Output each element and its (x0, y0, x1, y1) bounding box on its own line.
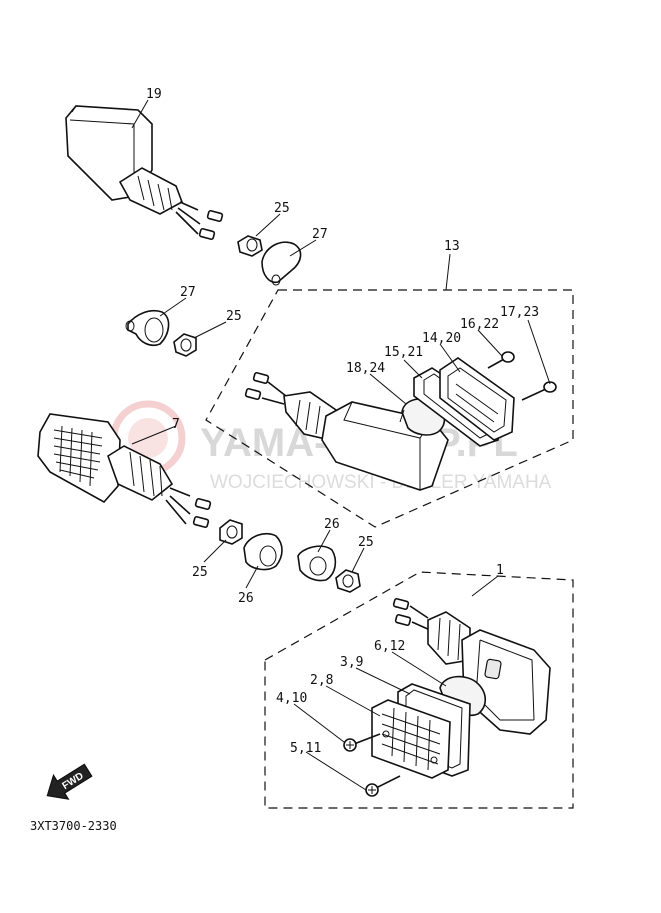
callout-6-12: 6,12 (374, 639, 405, 654)
assembly-1-outline (264, 571, 574, 809)
callout-labels: 19 25 27 13 27 25 17,23 16,22 14,20 15,2… (146, 87, 539, 756)
callout-25-top: 25 (274, 201, 290, 216)
lens-14-20 (439, 357, 515, 441)
screw-17-23 (521, 381, 557, 401)
fwd-arrow-icon: FWD (46, 763, 93, 800)
screw-16-22 (487, 351, 515, 369)
callout-25-mid: 25 (226, 309, 242, 324)
callout-5-11: 5,11 (290, 741, 321, 756)
callout-15-21: 15,21 (384, 345, 423, 360)
callout-1: 1 (496, 563, 504, 578)
callout-26-upper: 26 (324, 517, 340, 532)
callout-2-8: 2,8 (310, 673, 333, 688)
callout-4-10: 4,10 (276, 691, 307, 706)
nut-25-lower-left (219, 519, 243, 545)
callout-17-23: 17,23 (500, 305, 539, 320)
callout-27-mid: 27 (180, 285, 196, 300)
callout-13: 13 (444, 239, 460, 254)
callout-19: 19 (146, 87, 162, 102)
callout-25-left: 25 (192, 565, 208, 580)
grommet-26-left (243, 532, 283, 571)
flasher-7 (37, 413, 212, 529)
flasher-19 (65, 105, 224, 241)
screw-4-10 (343, 733, 381, 752)
callout-14-20: 14,20 (422, 331, 461, 346)
callout-18-24: 18,24 (346, 361, 385, 376)
lens-2-8 (371, 699, 451, 779)
grommet-27-top (261, 241, 302, 286)
callout-3-9: 3,9 (340, 655, 363, 670)
callout-16-22: 16,22 (460, 317, 499, 332)
callout-7: 7 (172, 417, 180, 432)
assembly-13-outline (205, 289, 574, 528)
grommet-27-mid (125, 309, 170, 347)
callout-26-lower: 26 (238, 591, 254, 606)
diagram-code: 3XT3700-2330 (30, 819, 117, 833)
nut-25-mid (173, 333, 197, 357)
screw-5-11 (365, 775, 401, 797)
callout-27-top: 27 (312, 227, 328, 242)
grommet-26-right (297, 545, 337, 582)
leader-lines (131, 99, 551, 791)
nut-25-lower-right (335, 569, 361, 593)
callout-25-right: 25 (358, 535, 374, 550)
nut-25-top (237, 235, 263, 257)
